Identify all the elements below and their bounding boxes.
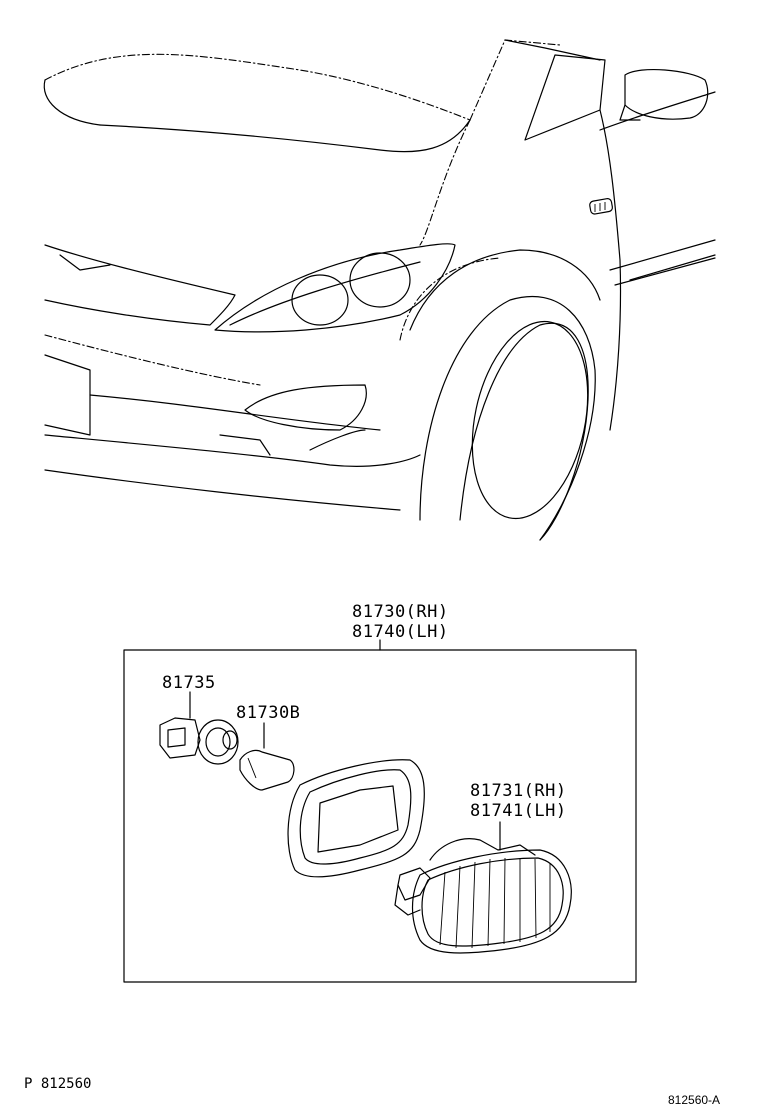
car-front-illustration [43,39,716,541]
bulb-label: 81730B [236,703,301,723]
assembly-label-lh: 81740(LH) [352,622,449,642]
socket-label: 81735 [162,673,216,693]
page-reference: P 812560 [24,1076,92,1092]
assembly-label-rh: 81730(RH) [352,602,449,622]
lens-label-rh: 81731(RH) [470,781,567,801]
lens-label-lh: 81741(LH) [470,801,567,821]
figure-reference: 812560-A [668,1093,721,1107]
